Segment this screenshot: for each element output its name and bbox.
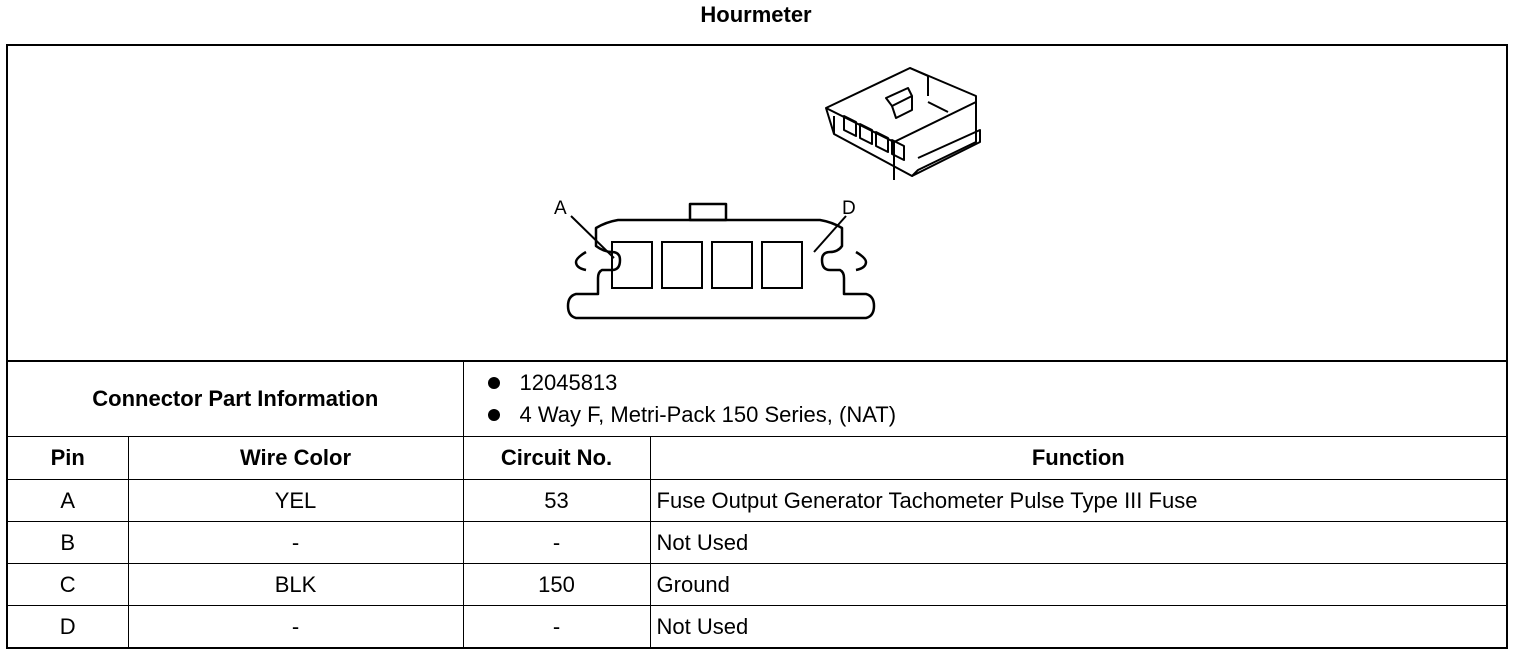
pin-cavity-a <box>611 241 653 289</box>
connector-face-outline <box>566 218 876 320</box>
connector-info-details: 12045813 4 Way F, Metri-Pack 150 Series,… <box>463 362 1507 437</box>
table-row: C BLK 150 Ground <box>8 563 1507 606</box>
pin-cavity-c <box>711 241 753 289</box>
leader-line-a <box>570 215 615 259</box>
pin-cell: A <box>8 479 129 522</box>
function-cell: Ground <box>650 563 1507 606</box>
wire-color-cell: YEL <box>128 479 464 522</box>
connector-sheet: A D <box>6 44 1508 649</box>
connector-info-row: Connector Part Information 12045813 4 Wa… <box>8 362 1507 437</box>
pin-cavity-d <box>761 241 803 289</box>
bullet-icon <box>487 377 500 389</box>
wire-color-cell: BLK <box>128 563 464 606</box>
connector-info-list: 12045813 4 Way F, Metri-Pack 150 Series,… <box>464 367 1507 431</box>
circuit-cell: 53 <box>463 479 651 522</box>
column-header-function: Function <box>650 436 1507 480</box>
bullet-icon <box>487 409 500 421</box>
list-item: 12045813 <box>487 367 1507 399</box>
column-header-pin: Pin <box>8 436 129 480</box>
connector-isometric-view <box>825 67 981 180</box>
connector-diagram: A D <box>8 46 1506 362</box>
part-number: 12045813 <box>519 370 618 395</box>
pin-label-a: A <box>554 198 567 219</box>
page-title: Hourmeter <box>700 2 812 27</box>
connector-latch-tab <box>688 202 728 222</box>
pin-cell: D <box>8 605 129 647</box>
column-header-wire-color: Wire Color <box>128 436 464 480</box>
connector-description: 4 Way F, Metri-Pack 150 Series, (NAT) <box>519 402 897 427</box>
pin-label-d: D <box>842 198 856 219</box>
wire-color-cell: - <box>128 605 464 647</box>
connector-info-label: Connector Part Information <box>8 362 464 437</box>
function-cell: Not Used <box>656 613 749 639</box>
circuit-cell: - <box>463 605 651 647</box>
column-header-circuit: Circuit No. <box>463 436 651 480</box>
table-header-row: Pin Wire Color Circuit No. Function <box>8 436 1507 480</box>
table-row: B - - Not Used <box>8 521 1507 564</box>
pin-cell: C <box>8 563 129 606</box>
table-row: D - - Not Used <box>8 605 1506 647</box>
pin-cavity-b <box>661 241 703 289</box>
connector-drawing: A D <box>554 67 981 320</box>
circuit-cell: 150 <box>463 563 651 606</box>
connector-pinout-table: Connector Part Information 12045813 4 Wa… <box>8 362 1507 647</box>
list-item: 4 Way F, Metri-Pack 150 Series, (NAT) <box>487 399 1507 431</box>
function-cell: Not Used <box>650 521 1507 564</box>
table-row: A YEL 53 Fuse Output Generator Tachomete… <box>8 479 1507 522</box>
function-cell: Fuse Output Generator Tachometer Pulse T… <box>650 479 1507 522</box>
circuit-cell: - <box>463 521 651 564</box>
pin-cell: B <box>8 521 129 564</box>
leader-line-d <box>813 215 847 253</box>
wire-color-cell: - <box>128 521 464 564</box>
